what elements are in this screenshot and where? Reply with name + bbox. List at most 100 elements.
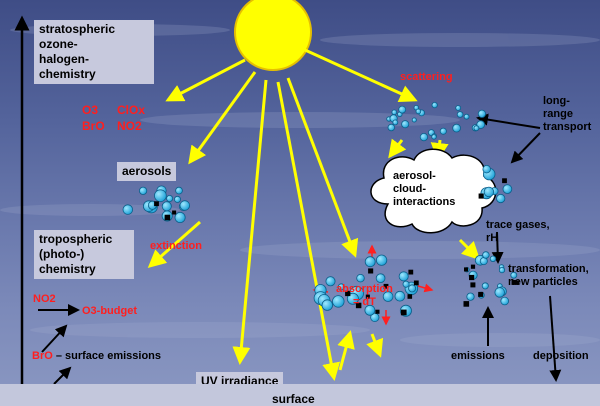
arrow-transport-to-scattering xyxy=(476,113,541,129)
aerosol-particle xyxy=(489,255,497,262)
aerosol-particle xyxy=(510,271,518,279)
aerosol-particle xyxy=(398,271,409,282)
aerosol-particle xyxy=(466,292,475,301)
particles-scattering xyxy=(386,102,486,142)
trace-gases-label: trace gases, rH xyxy=(486,219,550,244)
soot-particle xyxy=(400,309,407,316)
no2-surface-label: NO2 xyxy=(33,293,56,305)
aerosol-particle xyxy=(482,164,491,174)
particles-aerosols xyxy=(122,185,191,223)
aerosol-particle xyxy=(122,204,134,215)
soot-particle xyxy=(368,268,374,274)
stratospheric-label: stratospheric ozone- halogen- chemistry xyxy=(39,22,116,81)
ray-cloud-to-transform xyxy=(458,238,481,261)
soot-particle xyxy=(345,290,351,297)
aerosol-particle xyxy=(402,280,410,288)
soot-particle xyxy=(164,214,171,221)
particles-absorption xyxy=(313,254,419,322)
bro-line: BrO – surface emissions xyxy=(32,350,161,363)
aerosol-particle xyxy=(375,273,386,284)
aerosol-particle xyxy=(166,194,174,202)
ray-to-absorption xyxy=(286,77,359,258)
ray-to-aerosols xyxy=(188,71,257,165)
scattering-label: scattering xyxy=(400,71,453,83)
particles-cloud xyxy=(478,164,513,204)
species-o3: O3 xyxy=(82,103,99,117)
aerosol-particle xyxy=(415,108,422,115)
aerosols-box: aerosols xyxy=(117,162,177,181)
aerosol-particle xyxy=(398,105,407,114)
surface-emissions-label: – surface emissions xyxy=(55,350,162,362)
ray-extinction xyxy=(147,220,201,268)
aerosol-particle xyxy=(419,133,428,142)
deposition-label: deposition xyxy=(533,350,589,362)
aerosol-particle xyxy=(431,102,438,109)
ray-uv-irradiance xyxy=(232,79,268,365)
aerosol-particle xyxy=(463,113,470,120)
aerosol-particle xyxy=(173,195,181,203)
aerosol-particle xyxy=(456,111,464,118)
arrow-transport-to-cloud xyxy=(510,132,541,164)
soot-particle xyxy=(511,280,517,285)
soot-particle xyxy=(514,280,520,285)
tropospheric-label: tropospheric (photo-) chemistry xyxy=(39,232,113,276)
arrow-bro-up xyxy=(41,324,68,353)
aerosol-particle xyxy=(452,123,461,133)
ray-absorption-down xyxy=(366,333,384,358)
aerosol-particle xyxy=(481,282,489,290)
aerosol-particle xyxy=(332,295,345,308)
aerosol-particle xyxy=(500,296,510,306)
emissions-label: emissions xyxy=(451,350,505,362)
aerosol-particle xyxy=(139,186,148,195)
soot-particle xyxy=(383,283,389,289)
aerosol-particle xyxy=(394,290,406,302)
aerosol-particle xyxy=(482,251,490,259)
soot-particle xyxy=(469,274,475,281)
long-range-transport-label: long- range transport xyxy=(543,95,592,133)
aerosol-particle xyxy=(364,304,376,316)
soot-particle xyxy=(470,264,476,269)
surface-label: surface xyxy=(272,392,315,406)
aerosol-particle xyxy=(174,211,186,223)
sun-rays xyxy=(147,48,481,381)
aerosol-particle xyxy=(321,299,334,311)
absorption-label: absorption = dT xyxy=(336,283,393,308)
cloud-label: aerosol- cloud- interactions xyxy=(393,170,456,208)
soot-particle xyxy=(407,294,413,299)
arrow-tracegas-down xyxy=(491,231,504,264)
soot-particle xyxy=(408,269,414,275)
aerosol-particle xyxy=(382,291,394,302)
soot-particle xyxy=(478,291,484,297)
species-no2: NO2 xyxy=(117,119,142,133)
ray-to-stratosphere xyxy=(165,58,246,102)
aerosol-particle xyxy=(179,200,191,211)
extinction-label: extinction xyxy=(150,240,202,252)
black-arrows xyxy=(38,113,562,385)
transformation-label: transformation, new particles xyxy=(508,263,589,288)
soot-particle xyxy=(154,201,159,207)
ray-scatter-1 xyxy=(388,138,407,159)
o3-budget-label: O3-budget xyxy=(82,305,137,317)
soot-particle xyxy=(365,294,370,299)
stratospheric-box: stratospheric ozone- halogen- chemistry xyxy=(34,20,154,84)
aerosol-particle xyxy=(175,186,183,195)
soot-particle xyxy=(478,193,484,199)
soot-particle xyxy=(502,178,507,184)
aerosol-particle xyxy=(375,254,388,266)
aerosol-particle xyxy=(411,117,417,123)
arrow-deposition-down xyxy=(549,295,562,382)
ray-surface-up xyxy=(337,330,355,371)
cloud-streaks xyxy=(0,24,600,347)
soot-particle xyxy=(355,302,362,309)
particles-transformation xyxy=(463,251,520,307)
aerosol-particle xyxy=(387,123,395,132)
aerosol-particle xyxy=(477,109,486,118)
ray-to-surface xyxy=(276,81,341,381)
aerosol-particles xyxy=(122,102,520,322)
aerosol-particle xyxy=(496,193,506,204)
soot-particle xyxy=(172,210,177,215)
ray-to-scattering xyxy=(304,48,418,102)
aerosol-particle xyxy=(154,189,167,203)
